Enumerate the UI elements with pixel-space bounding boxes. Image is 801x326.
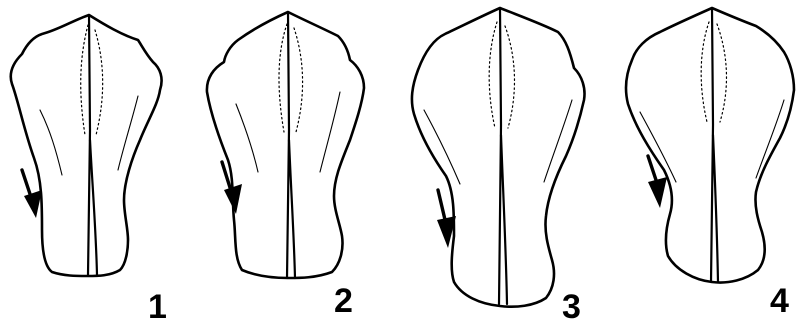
panel-2-outline: [207, 12, 364, 278]
panel-4-label: 4: [770, 282, 789, 320]
panel-4-arrow: [648, 156, 667, 208]
panel-1: 1: [11, 15, 167, 326]
panel-2-dotted-outline: [279, 24, 303, 132]
panel-1-sulcus: [90, 140, 97, 275]
panel-4-outline: [626, 8, 794, 283]
panel-4-sulcus: [713, 135, 718, 282]
panel-2-label: 2: [334, 282, 353, 320]
panel-3: 3: [412, 8, 585, 326]
panel-1-dotted-outline: [81, 25, 103, 135]
panel-1-rib-right: [118, 96, 138, 170]
panel-4-rib-left: [640, 112, 676, 182]
panel-4: 4: [626, 8, 794, 320]
panel-2-rib-left: [236, 104, 258, 172]
panel-1-outline: [11, 15, 162, 276]
panel-1-label: 1: [148, 288, 167, 326]
panel-3-outline: [412, 8, 585, 307]
panel-3-rib-right: [544, 100, 572, 182]
panel-3-label: 3: [562, 288, 581, 326]
panel-2-sulcus: [289, 140, 295, 278]
panel-3-sulcus: [501, 135, 507, 304]
panel-3-midline: [499, 8, 501, 304]
panel-2-rib-right: [320, 92, 340, 172]
panel-1-rib-left: [40, 110, 62, 175]
panel-2: 2: [207, 12, 364, 320]
